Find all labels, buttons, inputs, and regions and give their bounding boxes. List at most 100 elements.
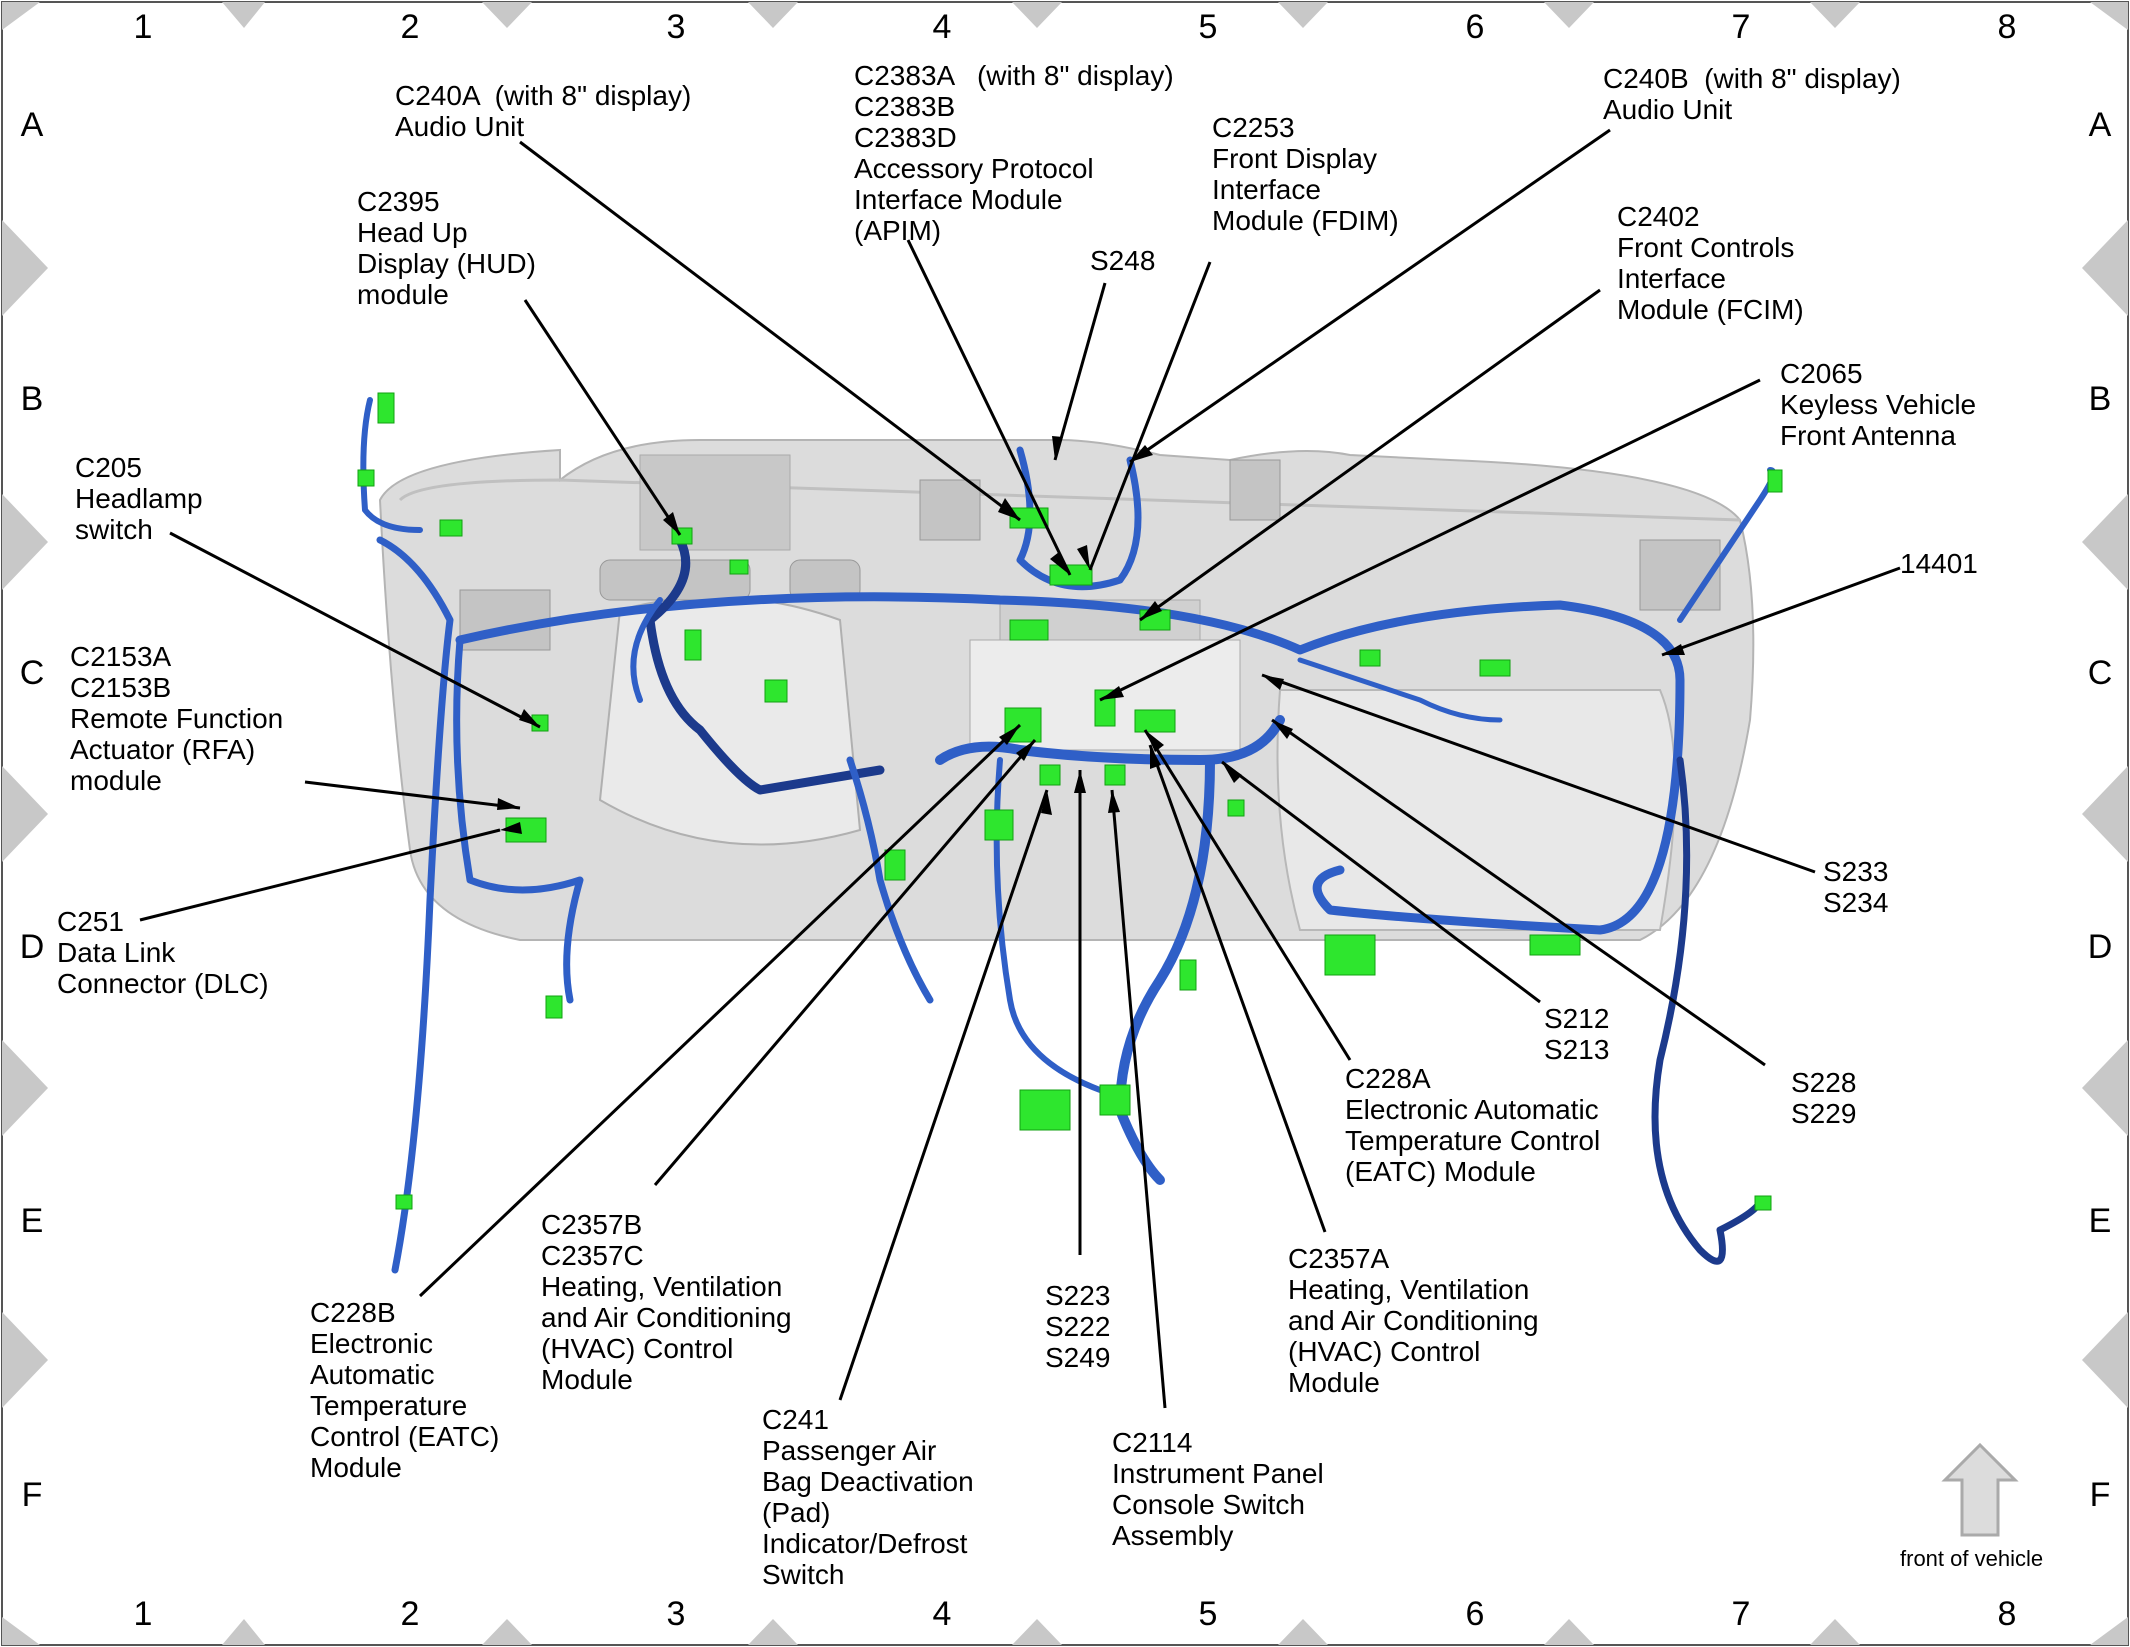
callout-line: S212	[1544, 1003, 1610, 1034]
callout-line: Audio Unit	[395, 111, 525, 142]
callout-line: Keyless Vehicle	[1780, 389, 1977, 420]
leader-arrowheads	[497, 436, 1685, 834]
grid-col-label: 8	[1997, 1595, 2017, 1633]
callout-line: Audio Unit	[1603, 94, 1733, 125]
callout-line: C2114	[1112, 1427, 1193, 1458]
callout-line: Interface Module	[854, 184, 1063, 215]
grid-row-label: F	[2089, 1476, 2111, 1514]
grid-col-label: 7	[1731, 8, 1751, 46]
grid-col-label: 7	[1731, 1595, 1751, 1633]
callout-14401: 14401	[1900, 548, 1978, 579]
callout-line: and Air Conditioning	[541, 1302, 792, 1333]
callout-line: S223	[1045, 1280, 1111, 1311]
callout-line: S249	[1045, 1342, 1111, 1373]
callout-line: Electronic Automatic	[1345, 1094, 1599, 1125]
callout-line: Front Display	[1212, 143, 1377, 174]
callout-line: Heating, Ventilation	[541, 1271, 783, 1302]
harness-right-drop	[1651, 756, 1764, 1265]
callout-line: (Pad)	[762, 1497, 831, 1528]
callout-line: Assembly	[1112, 1520, 1234, 1551]
callout-line: 14401	[1900, 548, 1978, 579]
callout-line: Headlamp	[75, 483, 203, 514]
grid-row-label: B	[20, 380, 44, 418]
instrument-panel	[378, 439, 1755, 941]
harness-center-down	[846, 756, 934, 1004]
callout-line: Instrument Panel	[1112, 1458, 1324, 1489]
callout-line: S234	[1823, 887, 1889, 918]
grid-col-label: 1	[133, 8, 153, 46]
callout-line: C2153A	[70, 641, 172, 672]
callout-line: C2253	[1212, 112, 1295, 143]
callout-line: Interface	[1617, 263, 1726, 294]
callout-line: Data Link	[57, 937, 176, 968]
callout-line: Control (EATC)	[310, 1421, 500, 1452]
callout-line: C2402	[1617, 201, 1700, 232]
harness-right-panel	[1297, 657, 1503, 723]
grid-col-label: 3	[666, 8, 686, 46]
callout-line: switch	[75, 514, 153, 545]
callout-line: (HVAC) Control	[541, 1333, 734, 1364]
grid-row-label: E	[20, 1202, 44, 1240]
callout-line: Indicator/Defrost	[762, 1528, 968, 1559]
grid-col-label: 2	[400, 8, 420, 46]
grid-row-label: C	[19, 654, 45, 692]
callout-line: module	[357, 279, 449, 310]
callout-line: S233	[1823, 856, 1889, 887]
grid-col-label: 2	[400, 1595, 420, 1633]
callout-line: C2357A	[1288, 1243, 1390, 1274]
wiring-harness	[360, 397, 1777, 1274]
callout-line: Console Switch	[1112, 1489, 1305, 1520]
callout-line: C240B (with 8" display)	[1603, 63, 1901, 94]
harness-column	[630, 597, 663, 703]
callout-line: Temperature	[310, 1390, 468, 1421]
callout-line: (APIM)	[854, 215, 942, 246]
grid-col-label: 3	[666, 1595, 686, 1633]
callout-line: Head Up	[357, 217, 468, 248]
front-of-vehicle-arrow	[1941, 1442, 2019, 1537]
callout-line: Front Antenna	[1780, 420, 1956, 451]
grid-row-label: A	[20, 106, 44, 144]
callout-line: C2395	[357, 186, 440, 217]
callout-line: Module (FCIM)	[1617, 294, 1804, 325]
callout-line: C205	[75, 452, 142, 483]
callout-line: Heating, Ventilation	[1288, 1274, 1530, 1305]
callout-s248: S248	[1090, 245, 1155, 276]
front-of-vehicle-label: front of vehicle	[1900, 1546, 2044, 1571]
callout-line: C228B	[310, 1297, 396, 1328]
callout-line: C2383D	[854, 122, 957, 153]
callout-c240a: C240A (with 8" display)Audio Unit	[395, 80, 691, 142]
callout-line: Electronic	[310, 1328, 433, 1359]
harness-cluster	[645, 535, 885, 795]
callout-line: Interface	[1212, 174, 1321, 205]
callout-line: Module	[541, 1364, 633, 1395]
callout-line: S248	[1090, 245, 1156, 276]
callout-line: S228	[1791, 1067, 1857, 1098]
callout-line: Passenger Air	[762, 1435, 937, 1466]
grid-col-label: 5	[1198, 1595, 1218, 1633]
callout-line: C2383A (with 8" display)	[854, 60, 1174, 91]
callout-line: and Air Conditioning	[1288, 1305, 1539, 1336]
harness-left-lower	[376, 536, 454, 1274]
callout-line: (HVAC) Control	[1288, 1336, 1481, 1367]
grid-row-label: D	[2087, 928, 2113, 966]
callout-line: C251	[57, 906, 124, 937]
grid-col-label: 5	[1198, 8, 1218, 46]
grid-col-label: 1	[133, 1595, 153, 1633]
callout-line: C2153B	[70, 672, 172, 703]
callout-line: Temperature Control	[1345, 1125, 1601, 1156]
grid-col-label: 8	[1997, 8, 2017, 46]
callout-line: Front Controls	[1617, 232, 1795, 263]
